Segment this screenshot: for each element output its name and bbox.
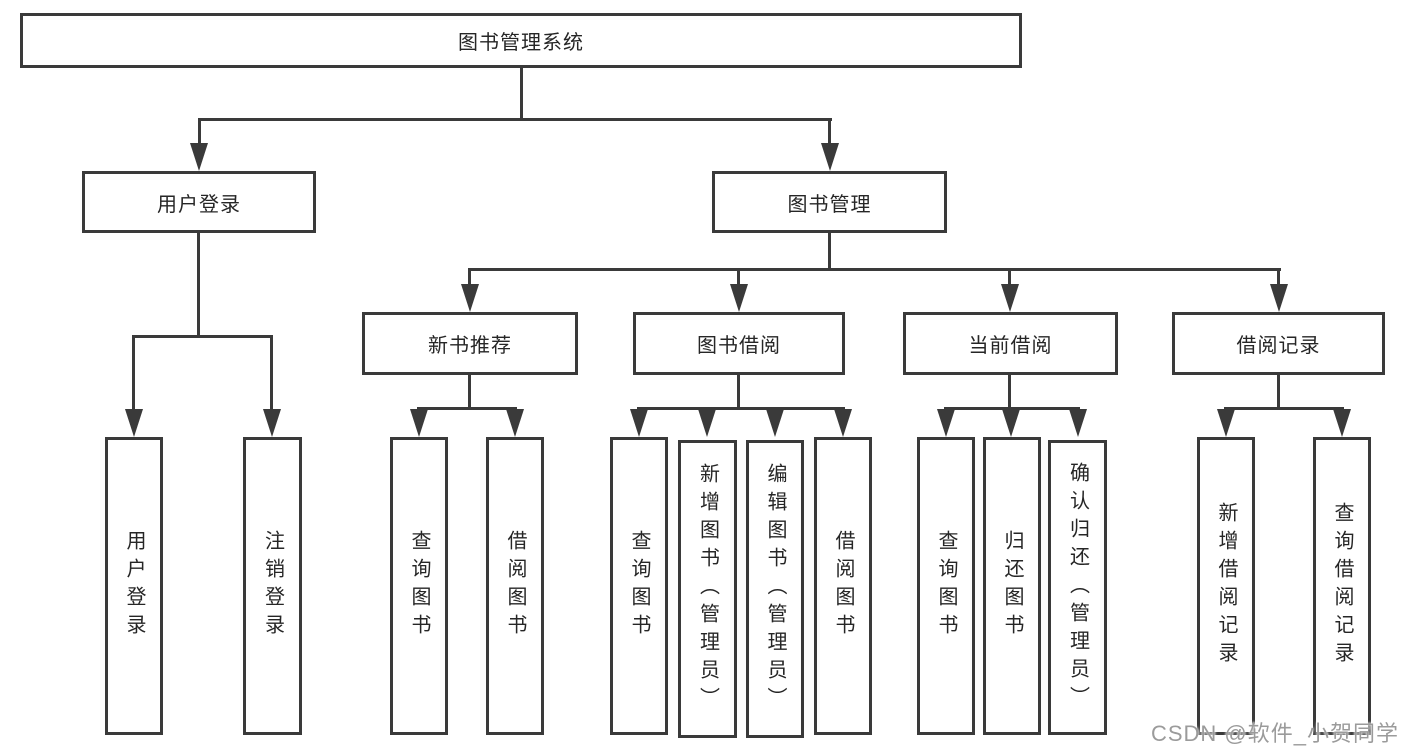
leaf-logout-label: 注销登录 — [261, 530, 284, 642]
arrowhead — [1069, 409, 1087, 437]
connector — [737, 375, 740, 407]
node-book-borrow-label: 图书借阅 — [697, 335, 781, 357]
node-book-mgmt: 图书管理 — [712, 171, 947, 233]
connector — [417, 407, 517, 410]
connector — [1277, 375, 1280, 407]
node-borrow-record: 借阅记录 — [1172, 312, 1385, 375]
leaf-record-add-record: 新增借阅记录 — [1197, 437, 1255, 735]
connector — [520, 68, 523, 118]
connector — [1008, 271, 1011, 289]
leaf-borrow-query-books: 查询图书 — [610, 437, 668, 735]
leaf-record-query-record-label: 查询借阅记录 — [1331, 502, 1353, 670]
leaf-record-add-record-label: 新增借阅记录 — [1215, 502, 1237, 670]
arrowhead — [630, 409, 648, 437]
connector — [1277, 271, 1280, 289]
leaf-current-query-books: 查询图书 — [917, 437, 975, 735]
arrowhead — [766, 409, 784, 437]
arrowhead — [821, 143, 839, 171]
connector — [468, 375, 471, 407]
leaf-record-query-record: 查询借阅记录 — [1313, 437, 1371, 735]
arrowhead — [937, 409, 955, 437]
node-new-book-rec-label: 新书推荐 — [428, 335, 512, 357]
node-new-book-rec: 新书推荐 — [362, 312, 578, 375]
node-user-login-label: 用户登录 — [157, 193, 241, 216]
node-root-label: 图书管理系统 — [458, 32, 584, 54]
arrowhead — [1270, 284, 1288, 312]
leaf-current-confirm-return-admin: 确认归还（管理员） — [1048, 440, 1107, 735]
arrowhead — [1217, 409, 1235, 437]
arrowhead — [1333, 409, 1351, 437]
leaf-user-login: 用户登录 — [105, 437, 163, 735]
leaf-newbook-query-books-label: 查询图书 — [408, 530, 430, 642]
arrowhead — [461, 284, 479, 312]
connector — [198, 121, 201, 149]
leaf-newbook-borrow-books: 借阅图书 — [486, 437, 544, 735]
leaf-user-login-label: 用户登录 — [123, 530, 145, 642]
arrowhead — [506, 409, 524, 437]
node-book-mgmt-label: 图书管理 — [787, 193, 872, 216]
connector — [828, 121, 831, 149]
node-borrow-record-label: 借阅记录 — [1236, 335, 1321, 357]
connector — [944, 407, 1080, 410]
leaf-newbook-query-books: 查询图书 — [390, 437, 448, 735]
leaf-borrow-borrow-books: 借阅图书 — [814, 437, 872, 735]
leaf-borrow-edit-books-admin-label: 编辑图书（管理员） — [764, 463, 786, 715]
node-current-borrow: 当前借阅 — [903, 312, 1118, 375]
connector — [132, 335, 273, 338]
connector — [198, 118, 832, 121]
leaf-current-return-books: 归还图书 — [983, 437, 1041, 735]
arrowhead — [1002, 409, 1020, 437]
connector — [197, 233, 200, 335]
node-book-borrow: 图书借阅 — [633, 312, 845, 375]
leaf-borrow-borrow-books-label: 借阅图书 — [832, 530, 854, 642]
arrowhead — [730, 284, 748, 312]
connector — [270, 338, 273, 414]
connector — [637, 407, 845, 410]
arrowhead — [698, 409, 716, 437]
arrowhead — [190, 143, 208, 171]
leaf-logout: 注销登录 — [243, 437, 302, 735]
connector — [1008, 375, 1011, 407]
connector — [1224, 407, 1344, 410]
leaf-newbook-borrow-books-label: 借阅图书 — [504, 530, 526, 642]
connector — [468, 268, 1281, 271]
leaf-borrow-edit-books-admin: 编辑图书（管理员） — [746, 440, 804, 738]
arrowhead — [263, 409, 281, 437]
leaf-borrow-add-books-admin-label: 新增图书（管理员） — [696, 463, 719, 715]
leaf-current-query-books-label: 查询图书 — [935, 530, 957, 642]
arrowhead — [410, 409, 428, 437]
leaf-borrow-query-books-label: 查询图书 — [628, 530, 650, 642]
connector — [468, 271, 471, 289]
node-current-borrow-label: 当前借阅 — [968, 335, 1053, 357]
csdn-watermark: CSDN @软件_小贺同学 — [1150, 721, 1399, 746]
node-user-login: 用户登录 — [82, 171, 316, 233]
arrowhead — [125, 409, 143, 437]
leaf-current-confirm-return-admin-label: 确认归还（管理员） — [1066, 461, 1089, 714]
connector — [132, 338, 135, 414]
connector — [737, 271, 740, 289]
leaf-current-return-books-label: 归还图书 — [1001, 530, 1023, 642]
node-root: 图书管理系统 — [20, 13, 1022, 68]
arrowhead — [1001, 284, 1019, 312]
leaf-borrow-add-books-admin: 新增图书（管理员） — [678, 440, 737, 738]
connector — [828, 233, 831, 268]
arrowhead — [834, 409, 852, 437]
